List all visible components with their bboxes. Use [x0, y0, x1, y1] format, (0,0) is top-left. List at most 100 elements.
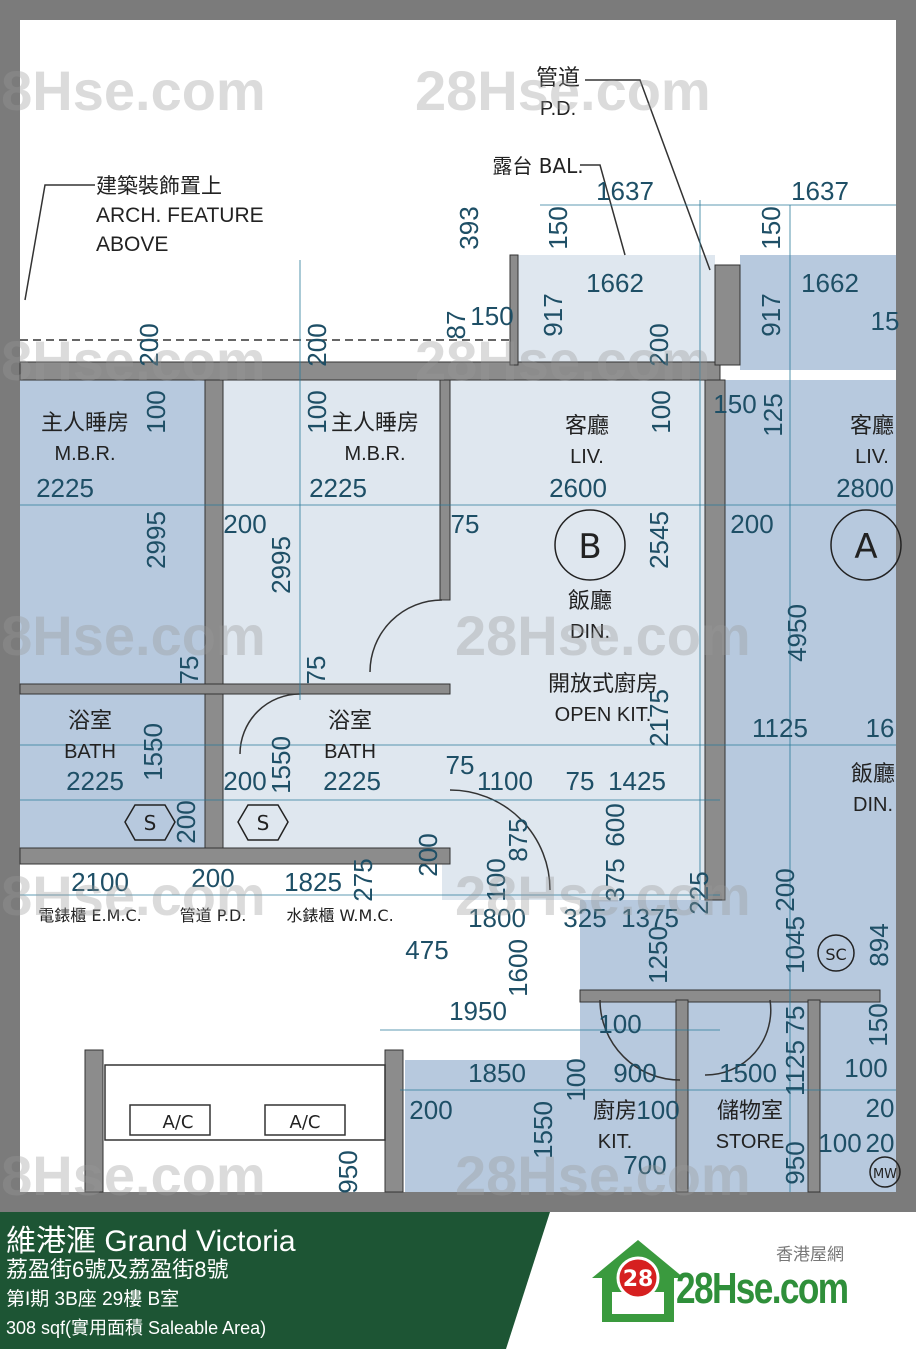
dimension-value: 2175: [644, 689, 674, 747]
fixture-label: A/C: [290, 1112, 321, 1133]
dimension-value: 20: [866, 1093, 895, 1123]
mw-symbol: MW: [873, 1167, 897, 1182]
watermark-text: 28Hse.com: [0, 59, 266, 122]
dimension-value: 15: [871, 306, 900, 336]
dimension-value: 900: [613, 1058, 656, 1088]
watermark-text: 28Hse.com: [0, 864, 266, 927]
dimension-value: 225: [684, 871, 714, 914]
logo-chinese: 香港屋網: [776, 1245, 844, 1264]
dimension-value: 100: [302, 390, 332, 433]
watermark-text: 28Hse.com: [0, 604, 266, 667]
symbols: [124, 804, 901, 1188]
room-name-zh: 飯廳: [568, 589, 612, 614]
dimension-value: 950: [333, 1150, 363, 1193]
dimension-value: 200: [644, 323, 674, 366]
dimension-value: 1375: [621, 903, 679, 933]
dimension-value: 87: [441, 311, 471, 340]
dimension-value: 2800: [836, 473, 894, 503]
dimension-value: 917: [756, 293, 786, 336]
watermark-text: 28Hse.com: [415, 59, 711, 122]
dimension-value: 100: [561, 1058, 591, 1101]
dimension-value: 375: [600, 858, 630, 901]
property-title: 維港滙 Grand Victoria: [6, 1225, 296, 1258]
room-name-zh: 飯廳: [851, 762, 895, 787]
fixture-label: 管道 P.D.: [180, 906, 247, 925]
dimension-value: 2600: [549, 473, 607, 503]
walls: [19, 254, 881, 1193]
logo-brand: 28Hse.com: [676, 1264, 849, 1313]
dimension-value: 1100: [477, 766, 533, 796]
dimension-value: 200: [223, 766, 266, 796]
dimension-value: 100: [598, 1009, 641, 1039]
room-name-zh: 主人睡房: [41, 411, 129, 436]
watermark-text: 28Hse.com: [455, 604, 751, 667]
dimension-value: 150: [470, 301, 513, 331]
room-name-en: M.B.R.: [344, 443, 405, 465]
arch-feature-note: ABOVE: [96, 233, 168, 256]
dimension-value: 475: [405, 935, 448, 965]
room-name-en: STORE: [716, 1131, 785, 1153]
dimension-value: 200: [302, 323, 332, 366]
dimension-value: 200: [413, 833, 443, 876]
room-name-zh: 客廳: [850, 414, 894, 439]
dimension-value: 150: [863, 1003, 893, 1046]
dimension-value: 100: [141, 390, 171, 433]
dimension-value: 1550: [266, 736, 296, 794]
dimension-value: 75: [446, 750, 475, 780]
dimension-value: 2545: [644, 511, 674, 569]
dimension-value: 75: [174, 656, 204, 685]
dimension-value: 917: [538, 293, 568, 336]
dimension-value: 75: [301, 656, 331, 685]
dimension-value: 2995: [141, 511, 171, 569]
room-name-en: LIV.: [570, 446, 604, 468]
dimension-value: 1600: [503, 939, 533, 997]
dimension-value: 75: [451, 509, 480, 539]
dimension-value: 1800: [468, 903, 526, 933]
dimension-value: 393: [454, 206, 484, 249]
dimension-value: 4950: [782, 604, 812, 662]
dimension-value: 100: [636, 1095, 679, 1125]
house-logo-icon: 28: [592, 1240, 684, 1322]
dimension-value: 125: [758, 393, 788, 436]
dimension-value: 200: [730, 509, 773, 539]
room-name-en: KIT.: [598, 1131, 632, 1153]
dimension-value: 325: [563, 903, 606, 933]
dimension-value: 1550: [528, 1101, 558, 1159]
dimension-value: 275: [348, 858, 378, 901]
dimension-value: 200: [191, 863, 234, 893]
room-name-en: P.D.: [540, 98, 576, 120]
dimension-value: 2225: [323, 766, 381, 796]
dimension-value: 150: [756, 206, 786, 249]
sc-symbol: SC: [825, 945, 846, 964]
arch-feature-note: ARCH. FEATURE: [96, 204, 264, 227]
fixture-label: 電錶櫃 E.M.C.: [38, 906, 141, 925]
shower-symbol: S: [257, 811, 270, 835]
fixture-label: A/C: [163, 1112, 194, 1133]
dimension-value: 75: [566, 766, 595, 796]
room-name-zh: 客廳: [565, 414, 609, 439]
dimension-value: 600: [600, 803, 630, 846]
dimension-value: 700: [623, 1150, 666, 1180]
room-name-zh: 浴室: [68, 709, 112, 734]
dimension-value: 200: [409, 1095, 452, 1125]
watermark-text: 28Hse.com: [0, 1144, 266, 1207]
fixture-label: 露台 BAL.: [492, 154, 583, 178]
dimension-value: 1950: [449, 996, 507, 1026]
dimension-value: 1825: [284, 867, 342, 897]
dimension-value: 1250: [643, 926, 673, 984]
unit-marker-b: B: [554, 509, 626, 581]
room-name-en: BATH: [324, 741, 376, 763]
dimension-value: 2225: [36, 473, 94, 503]
dimension-value: 2225: [66, 766, 124, 796]
dimension-value: 1637: [791, 176, 849, 206]
watermark-text: 28Hse.com: [415, 329, 711, 392]
unit-marker-a: A: [830, 509, 902, 581]
watermark: 28Hse.com 28Hse.com 28Hse.com 28Hse.com 28Hs…: [0, 59, 751, 1207]
dimension-value: 1425: [608, 766, 666, 796]
dimension-value: 200: [223, 509, 266, 539]
room-labels: 主人睡房M.B.R.主人睡房M.B.R.客廳LIV.客廳LIV.飯廳DIN.飯廳…: [38, 66, 895, 1153]
room-name-zh: 開放式廚房: [548, 672, 658, 697]
symbol-labels: S S SC MW: [144, 811, 898, 1182]
footer: 維港滙 Grand Victoria 荔盈街6號及荔盈街8號 第I期 3B座 2…: [0, 1212, 916, 1349]
room-name-zh: 儲物室: [717, 1099, 783, 1124]
